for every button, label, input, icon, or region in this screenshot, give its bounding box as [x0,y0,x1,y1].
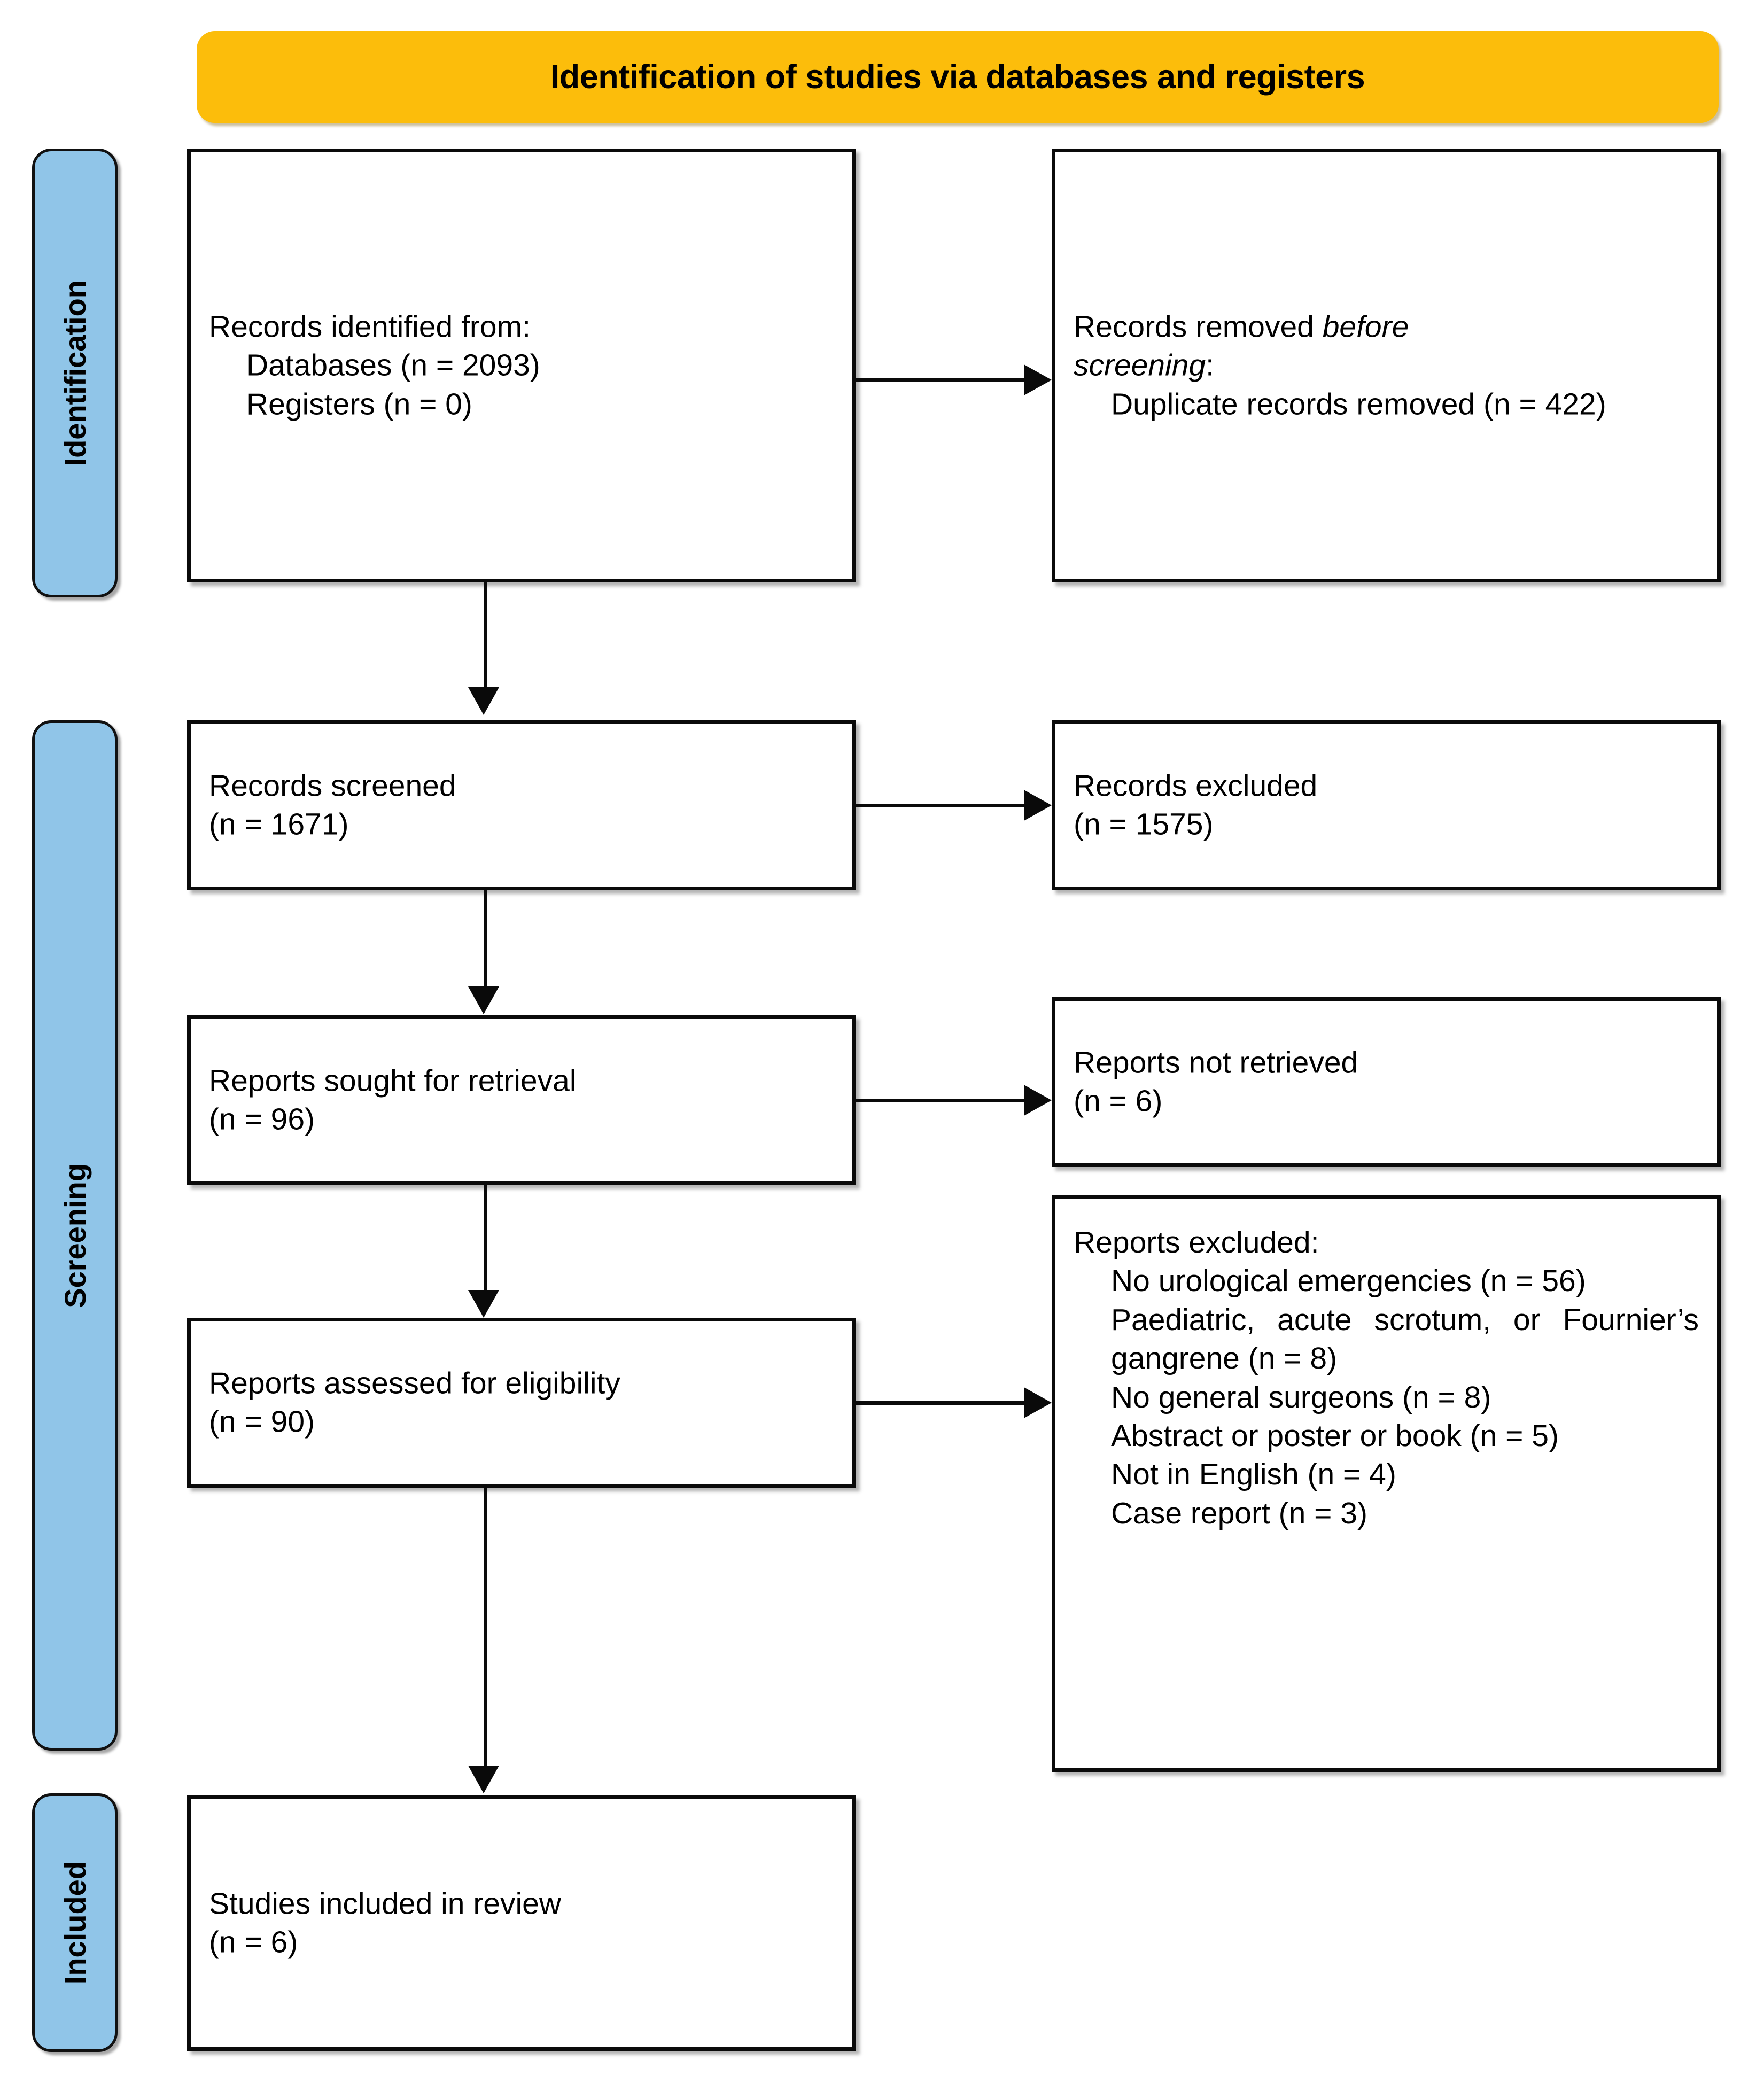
reports-excluded-reason: Case report (n = 3) [1111,1496,1367,1530]
records-removed-heading: Records removed before [1074,307,1699,346]
box-reports-sought: Reports sought for retrieval (n = 96) [187,1015,856,1185]
reports-not-retrieved-label: Reports not retrieved [1074,1045,1358,1080]
arrow-down-icon [468,687,499,715]
reports-assessed-count: (n = 90) [209,1405,315,1439]
records-identified-heading: Records identified from: [209,309,531,344]
stage-label-identification: Identification [32,149,118,597]
stage-label-included-text: Included [58,1861,92,1985]
reports-sought-count: (n = 96) [209,1102,315,1137]
records-screened-count: (n = 1671) [209,807,349,842]
reports-excluded-reason: No urological emergencies (n = 56) [1111,1264,1586,1299]
box-records-screened: Records screened (n = 1671) [187,720,856,890]
box-reports-assessed: Reports assessed for eligibility (n = 90… [187,1318,856,1488]
arrow-down-icon [468,1290,499,1318]
connector-sought-to-not-retrieved [856,1099,1024,1102]
arrow-right-icon [1024,364,1052,395]
connector-identified-to-screened [484,582,487,687]
box-studies-included: Studies included in review (n = 6) [187,1795,856,2051]
records-removed-heading2-b: : [1206,348,1214,383]
reports-excluded-heading: Reports excluded: [1074,1225,1319,1260]
stage-label-included: Included [32,1793,118,2052]
box-records-excluded: Records excluded (n = 1575) [1052,720,1721,890]
arrow-down-icon [468,986,499,1014]
reports-not-retrieved-count: (n = 6) [1074,1084,1163,1118]
box-records-removed: Records removed before screening: Duplic… [1052,149,1721,582]
records-identified-databases: Databases (n = 2093) [246,348,540,383]
connector-screened-to-sought [484,890,487,986]
studies-included-label: Studies included in review [209,1886,562,1921]
arrow-right-icon [1024,790,1052,821]
reports-excluded-reason: Not in English (n = 4) [1111,1457,1396,1492]
records-excluded-label: Records excluded [1074,768,1318,803]
arrow-right-icon [1024,1085,1052,1116]
connector-screened-to-excluded [856,804,1024,807]
records-removed-heading2: screening: [1074,346,1699,385]
reports-excluded-reason: Abstract or poster or book (n = 5) [1111,1418,1559,1453]
stage-label-screening: Screening [32,720,118,1751]
connector-identified-to-removed [856,378,1024,382]
connector-assessed-to-included [484,1488,487,1766]
arrow-right-icon [1024,1387,1052,1418]
page-title: Identification of studies via databases … [550,58,1365,96]
box-reports-excluded: Reports excluded: No urological emergenc… [1052,1195,1721,1772]
records-removed-heading2-a: screening [1074,348,1206,383]
connector-sought-to-assessed [484,1185,487,1290]
header-banner: Identification of studies via databases … [197,31,1719,123]
records-screened-label: Records screened [209,768,456,803]
arrow-down-icon [468,1766,499,1793]
records-removed-heading-b: before [1322,309,1409,344]
studies-included-count: (n = 6) [209,1925,298,1960]
box-reports-not-retrieved: Reports not retrieved (n = 6) [1052,997,1721,1167]
records-removed-duplicates: Duplicate records removed (n = 422) [1111,387,1606,422]
records-identified-registers: Registers (n = 0) [246,387,472,422]
reports-excluded-reason: Paediatric, acute scrotum, or Fournier’s… [1111,1302,1699,1376]
records-excluded-count: (n = 1575) [1074,807,1214,842]
reports-sought-label: Reports sought for retrieval [209,1063,577,1098]
stage-label-identification-text: Identification [58,279,92,467]
connector-assessed-to-reports-excluded [856,1401,1024,1405]
reports-assessed-label: Reports assessed for eligibility [209,1366,620,1401]
records-removed-heading-a: Records removed [1074,309,1323,344]
box-records-identified: Records identified from: Databases (n = … [187,149,856,582]
stage-label-screening-text: Screening [58,1163,92,1308]
reports-excluded-reason: No general surgeons (n = 8) [1111,1380,1491,1414]
